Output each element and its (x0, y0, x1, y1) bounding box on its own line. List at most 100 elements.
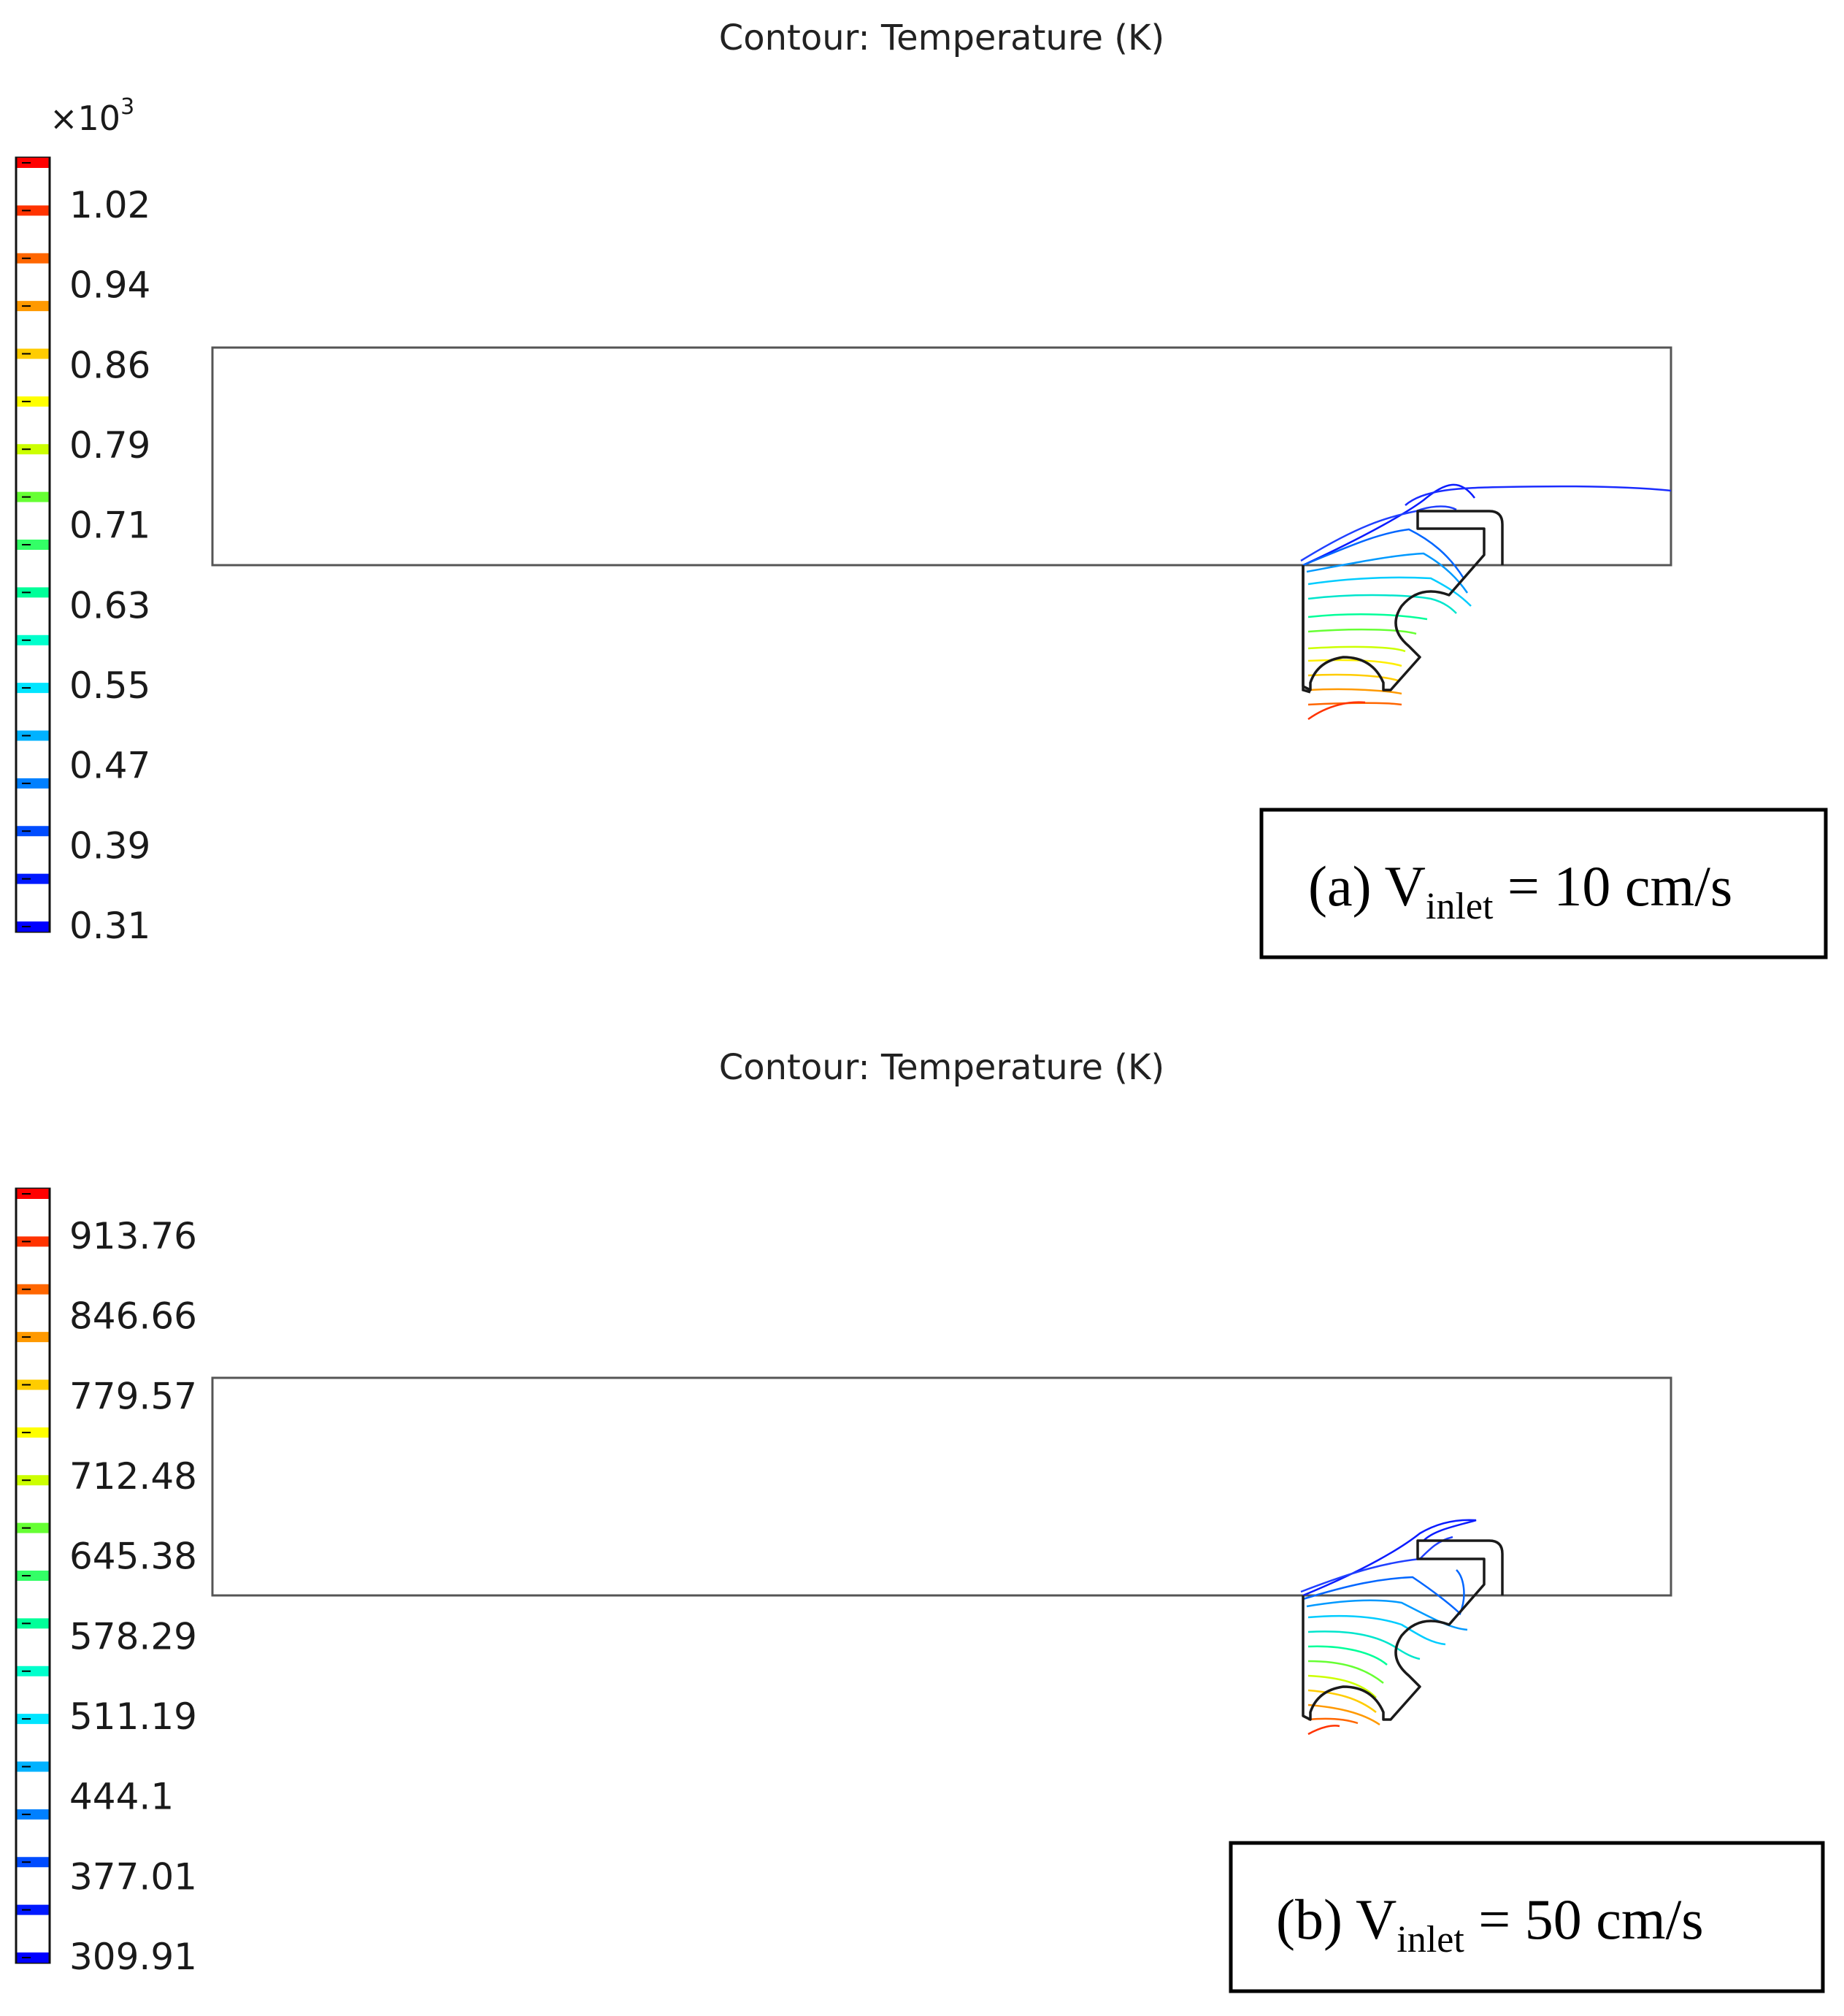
colorbar-level-swatch (17, 1236, 49, 1247)
panel-b-colorbar (15, 1187, 51, 1964)
panel-b-contour (1307, 1630, 1421, 1660)
panel-a-contour (1307, 673, 1399, 682)
colorbar-level-swatch (17, 873, 49, 884)
panel-b-contour (1300, 1536, 1453, 1593)
colorbar-level-swatch (17, 1761, 49, 1772)
colorbar-tick-label: 913.76 (69, 1215, 197, 1257)
panel-a-contour (1307, 645, 1406, 653)
colorbar-level-swatch (17, 1189, 49, 1199)
panel-a-contour (1307, 659, 1402, 667)
colorbar-tick-label: 0.39 (69, 824, 150, 867)
panel-b-contour (1307, 1689, 1377, 1713)
colorbar-level-swatch (17, 1427, 49, 1438)
colorbar-tick-label: 0.94 (69, 264, 150, 307)
colorbar-tick-label: 0.63 (69, 584, 150, 626)
colorbar-level-swatch (17, 635, 49, 645)
panel-a-contour (1307, 628, 1417, 635)
panel-a-caption-box (1259, 808, 1828, 959)
colorbar-level-swatch (17, 1379, 49, 1390)
colorbar-level-swatch (17, 921, 49, 932)
panel-a-contour (1300, 505, 1457, 562)
panel-a-contour (1306, 552, 1469, 594)
panel-a-contour (1405, 485, 1672, 506)
colorbar-tick-label: 377.01 (69, 1855, 197, 1898)
colorbar-tick-label: 578.29 (69, 1615, 197, 1657)
panel-a-contour (1307, 576, 1472, 607)
colorbar-level-swatch (17, 253, 49, 264)
panel-a-colorbar-multiplier: ×103 (50, 94, 134, 138)
panel-a-solid-geometry (1302, 510, 1504, 691)
panel-b-caption-box (1229, 1841, 1825, 1993)
colorbar-level-swatch (17, 396, 49, 407)
colorbar-level-swatch (17, 1332, 49, 1343)
colorbar-tick-label: 444.1 (69, 1776, 174, 1818)
panel-b-title: Contour: Temperature (K) (719, 1047, 1164, 1088)
panel-a-contour (1307, 688, 1402, 695)
colorbar-level-swatch (17, 1809, 49, 1820)
panel-b-contour (1307, 1674, 1377, 1698)
panel-a-contours (1300, 483, 1672, 721)
colorbar-level-swatch (17, 491, 49, 502)
colorbar-level-swatch (17, 1522, 49, 1533)
panel-b-contour (1307, 1725, 1340, 1736)
panel-a-contour (1307, 613, 1428, 621)
colorbar-tick-label: 0.31 (69, 905, 150, 947)
colorbar-tick-label: 0.47 (69, 745, 150, 787)
panel-b-colorbar-ticks: 913.76 846.66 779.57 712.48 645.38 578.29 511.… (69, 1215, 197, 1978)
colorbar-tick-label: 1.02 (69, 184, 150, 226)
panel-a-contour (1307, 594, 1457, 614)
colorbar-tick-label: 846.66 (69, 1295, 197, 1338)
colorbar-tick-label: 0.79 (69, 424, 150, 467)
panel-b-solid-geometry (1302, 1539, 1504, 1721)
colorbar-tick-label: 779.57 (69, 1375, 197, 1417)
colorbar-level-swatch (17, 1904, 49, 1915)
panel-b-contour (1307, 1614, 1446, 1646)
panel-a-contour (1307, 702, 1402, 706)
colorbar-level-swatch (17, 826, 49, 837)
panel-a-contour (1302, 483, 1476, 567)
colorbar-level-swatch (17, 1857, 49, 1868)
colorbar-tick-label: 309.91 (69, 1936, 197, 1978)
panel-a-title: Contour: Temperature (K) (719, 18, 1164, 58)
colorbar-level-swatch (17, 1284, 49, 1295)
colorbar-tick-label: 0.71 (69, 505, 150, 547)
colorbar-level-swatch (17, 1571, 49, 1581)
colorbar-level-swatch (17, 1952, 49, 1963)
colorbar-level-swatch (17, 301, 49, 312)
panel-b-contours (1300, 1519, 1477, 1736)
colorbar-level-swatch (17, 348, 49, 359)
panel-a-geometry-edge (1302, 565, 1311, 694)
panel-b-contour (1307, 1660, 1384, 1684)
panel-a-colorbar-ticks: 1.02 0.94 0.86 0.79 0.71 0.63 0.55 0.47 0.39 0.31 (69, 184, 150, 947)
colorbar-tick-label: 0.55 (69, 664, 150, 707)
panel-a-contour (1307, 701, 1366, 721)
colorbar-level-swatch (17, 205, 49, 216)
panel-b-contour (1307, 1645, 1388, 1666)
panel-a: Contour: Temperature (K) ×103 1.02 0.94 0.… (15, 18, 1828, 959)
panel-a-contour (1302, 528, 1465, 579)
colorbar-level-swatch (17, 1475, 49, 1486)
colorbar-tick-label: 712.48 (69, 1455, 197, 1498)
panel-b-contour (1307, 1717, 1359, 1725)
colorbar-level-swatch (17, 730, 49, 741)
panel-b-domain-boundary (211, 1376, 1672, 1597)
colorbar-level-swatch (17, 444, 49, 455)
panel-b-contour (1302, 1569, 1465, 1616)
panel-a-colorbar (15, 156, 51, 933)
colorbar-tick-label: 0.86 (69, 344, 150, 386)
panel-a-domain-boundary (211, 346, 1672, 567)
colorbar-level-swatch (17, 587, 49, 598)
panel-b-contour (1302, 1519, 1477, 1597)
colorbar-level-swatch (17, 158, 49, 168)
colorbar-level-swatch (17, 683, 49, 694)
colorbar-level-swatch (17, 1618, 49, 1629)
panel-b: Contour: Temperature (K) 913.76 846.66 779… (15, 1047, 1825, 1993)
colorbar-level-swatch (17, 540, 49, 550)
colorbar-level-swatch (17, 1714, 49, 1725)
colorbar-level-swatch (17, 1666, 49, 1676)
colorbar-tick-label: 511.19 (69, 1695, 197, 1738)
panel-b-contour (1307, 1703, 1380, 1726)
colorbar-tick-label: 645.38 (69, 1536, 197, 1578)
